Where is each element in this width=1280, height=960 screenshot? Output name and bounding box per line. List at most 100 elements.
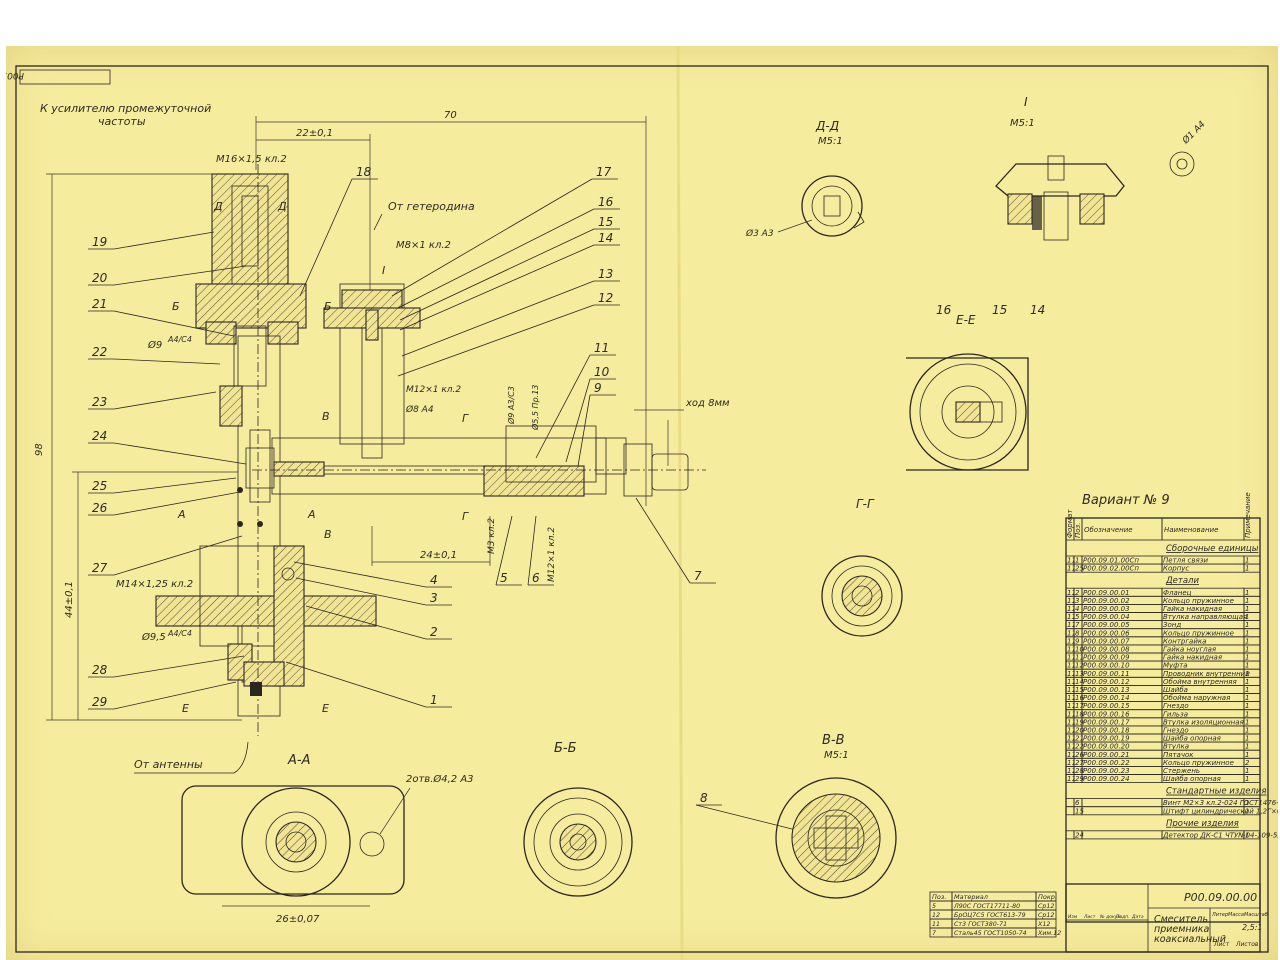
callout-3: 3 — [430, 591, 438, 605]
spec-cell-1-18-2: Р00.09.00.19 — [1083, 735, 1130, 743]
callout-15: 15 — [598, 215, 613, 229]
fit-d3: Ø3 A3 — [745, 228, 774, 239]
callout-18: 18 — [356, 165, 372, 179]
spec-cell-1-3-3: Втулка направляющая — [1163, 613, 1247, 621]
spec-cell-1-21-2: Р00.09.00.22 — [1083, 759, 1130, 767]
mat-cell-0-1: Л90С ГОСТ17711-80 — [953, 903, 1020, 910]
view-dd — [801, 175, 865, 237]
spec-cell-1-11-4: 1 — [1245, 678, 1249, 686]
spec-cell-1-14-3: Гнездо — [1163, 702, 1189, 710]
callout-leader-19 — [113, 231, 215, 250]
spec-cell-1-3-2: Р00.09.00.04 — [1083, 613, 1130, 621]
spec-cell-1-4-4: 1 — [1245, 621, 1249, 629]
spec-cell-1-19-2: Р00.09.00.20 — [1083, 743, 1130, 751]
spec-section-0: Сборочные единицы — [1166, 544, 1259, 554]
spec-cell-1-4-3: Зонд — [1163, 621, 1181, 629]
spec-cell-1-16-0: 11 — [1067, 718, 1076, 726]
callout-27: 27 — [92, 561, 108, 575]
spec-cell-1-6-3: Контргайка — [1163, 637, 1206, 645]
callout-4: 4 — [430, 573, 438, 587]
mat-cell-3-2: Хим.12 — [1037, 930, 1061, 937]
spec-cell-1-17-2: Р00.09.00.18 — [1083, 727, 1130, 735]
spec-header-3: Наименование — [1164, 526, 1218, 534]
spec-cell-1-8-4: 1 — [1245, 654, 1249, 662]
view-aa-title: А-А — [287, 753, 310, 768]
spec-cell-1-17-1: 20 — [1075, 727, 1084, 735]
callout-leader-1 — [285, 661, 427, 708]
title-small-label-1: Масса — [1228, 912, 1244, 918]
callout-6: 6 — [532, 571, 540, 585]
spec-cell-1-9-4: 1 — [1245, 662, 1249, 670]
spec-cell-2-0-1: 6 — [1075, 799, 1080, 807]
mark-detail: I — [382, 264, 385, 277]
spec-cell-1-23-4: 1 — [1245, 775, 1249, 783]
thread-m12b: M12×1 кл.2 — [547, 527, 557, 582]
spec-cell-1-10-0: 11 — [1067, 670, 1076, 678]
callout-leader-6 — [527, 515, 537, 586]
callout-21: 21 — [92, 297, 107, 311]
callout-19: 19 — [92, 235, 107, 249]
view-vv-scale: M5:1 — [824, 750, 849, 761]
mat-cell-2-2: Х12 — [1037, 921, 1050, 928]
dim-98: 98 — [34, 443, 45, 456]
spec-cell-1-13-3: Обойма наружная — [1163, 694, 1230, 702]
spec-header-0: Формат — [1066, 509, 1074, 538]
spec-cell-1-21-3: Кольцо пружинное — [1163, 759, 1234, 767]
mark-e-right: Е — [322, 702, 329, 715]
spec-cell-1-23-0: 11 — [1067, 775, 1076, 783]
callout-leader-27 — [113, 535, 243, 576]
spec-cell-1-12-4: 1 — [1245, 686, 1249, 694]
callout-7: 7 — [694, 569, 702, 583]
fit-d14: Ø1 A4 — [1180, 119, 1208, 147]
spec-cell-1-20-2: Р00.09.00.21 — [1083, 751, 1130, 759]
thread-m8: M8×1 кл.2 — [396, 240, 451, 251]
spec-section-3: Прочие изделия — [1166, 819, 1239, 829]
spec-cell-1-13-4: 1 — [1245, 694, 1249, 702]
spec-cell-0-1-0: 11 — [1067, 565, 1076, 573]
spec-cell-1-17-3: Гнездо — [1163, 727, 1189, 735]
title-small-label-2: Масштаб — [1244, 912, 1268, 918]
spec-cell-1-11-2: Р00.09.00.12 — [1083, 678, 1130, 686]
spec-cell-1-1-2: Р00.09.00.02 — [1083, 597, 1130, 605]
callout-leader-9 — [577, 394, 591, 467]
mark-b-left: Б — [172, 300, 180, 313]
callout-11: 11 — [594, 341, 609, 355]
spec-cell-1-15-4: 1 — [1245, 710, 1249, 718]
callout-16: 16 — [598, 195, 614, 209]
spec-cell-1-23-3: Шайба опорная — [1163, 775, 1221, 783]
spec-cell-0-1-2: Р00.09.02.00Сп — [1083, 565, 1139, 573]
spec-cell-1-18-0: 11 — [1067, 735, 1076, 743]
mat-cell-1-1: БрОЦ7С5 ГОСТ613-79 — [954, 912, 1026, 919]
spec-cell-1-9-3: Муфта — [1163, 662, 1188, 670]
callout-26: 26 — [92, 501, 108, 515]
spec-cell-1-11-1: 14 — [1075, 678, 1084, 686]
mat-cell-2-1: Ст3 ГОСТ380-71 — [954, 921, 1007, 928]
spec-cell-0-0-0: 11 — [1067, 557, 1076, 565]
callout-leader-10 — [565, 378, 591, 463]
spec-cell-1-22-2: Р00.09.00.23 — [1083, 767, 1130, 775]
spec-cell-0-1-4: 1 — [1245, 565, 1249, 573]
spec-cell-1-8-0: 11 — [1067, 654, 1076, 662]
mat-cell-3-1: Сталь45 ГОСТ1050-74 — [954, 930, 1027, 937]
title-col-0: Изм — [1068, 914, 1078, 920]
mark-v-bottom: В — [324, 528, 332, 541]
spec-cell-1-19-1: 22 — [1075, 743, 1084, 751]
spec-cell-1-1-0: 11 — [1067, 597, 1076, 605]
callout-leader-21 — [113, 310, 235, 337]
spec-cell-3-0-4: 1 — [1245, 831, 1249, 839]
spec-cell-1-22-0: 11 — [1067, 767, 1076, 775]
spec-cell-1-16-3: Втулка изоляционная — [1163, 718, 1244, 726]
fit-d9: Ø9 — [147, 339, 162, 351]
title-code: Р00.09.00.00 — [1184, 891, 1257, 904]
spec-cell-1-7-3: Гайка ноуглая — [1163, 646, 1216, 654]
spec-cell-1-12-3: Шайба — [1163, 686, 1188, 694]
spec-cell-1-7-0: 11 — [1067, 646, 1076, 654]
view-aa — [181, 785, 405, 897]
spec-cell-1-19-3: Втулка — [1163, 743, 1189, 751]
callout-1: 1 — [430, 693, 438, 707]
spec-cell-1-20-3: Пятачок — [1163, 751, 1194, 759]
holes-label: 2отв.Ø4,2 A3 — [406, 773, 474, 785]
spec-cell-1-5-1: 8 — [1075, 629, 1080, 637]
